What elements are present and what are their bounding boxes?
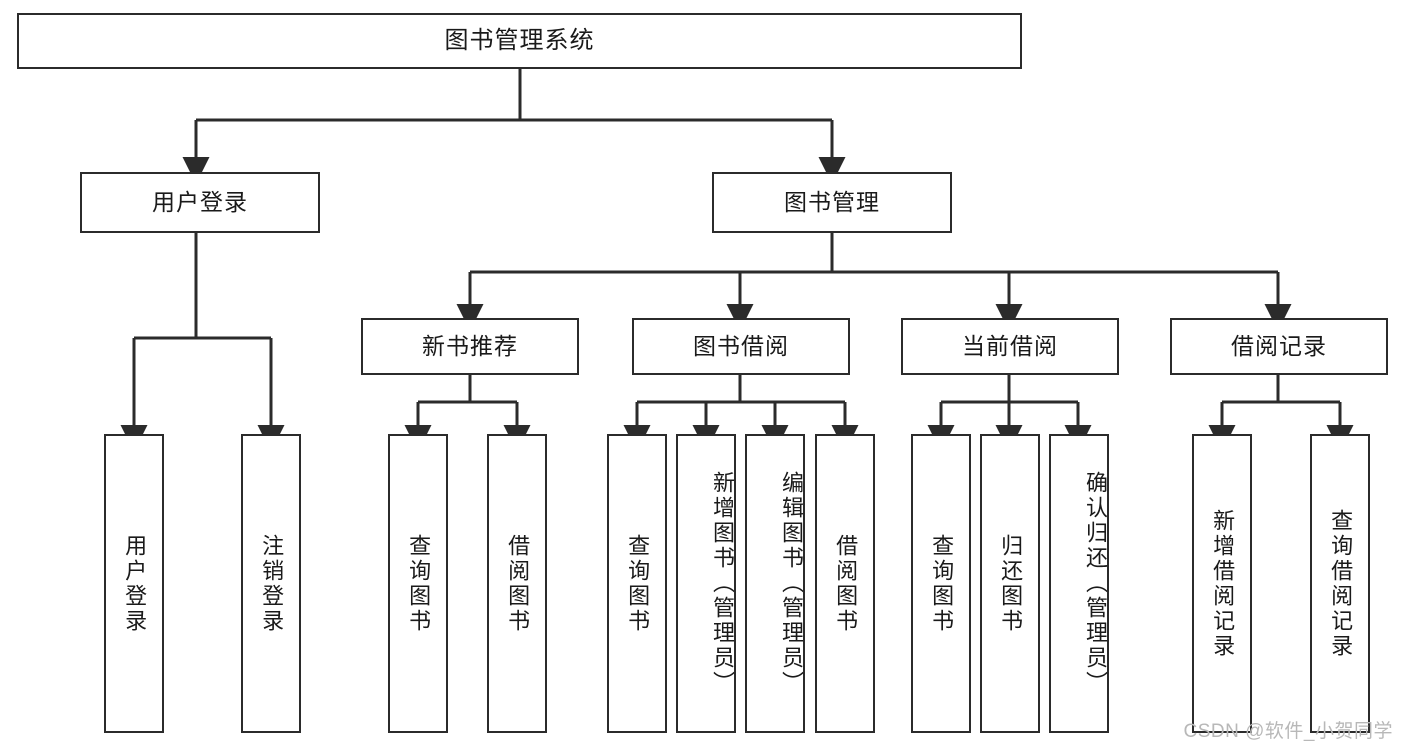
node-borrow-record[interactable]: 借阅记录 (1170, 318, 1388, 375)
node-root[interactable]: 图书管理系统 (17, 13, 1022, 69)
node-leaf-user-login[interactable]: 用户登录 (104, 434, 164, 733)
node-new-book-rec[interactable]: 新书推荐 (361, 318, 579, 375)
node-leaf-add-record[interactable]: 新增借阅记录 (1192, 434, 1252, 733)
node-leaf-query-book-1[interactable]: 查询图书 (388, 434, 448, 733)
node-leaf-query-record[interactable]: 查询借阅记录 (1310, 434, 1370, 733)
node-leaf-logout[interactable]: 注销登录 (241, 434, 301, 733)
node-leaf-add-book[interactable]: 新增图书（管理员） (676, 434, 736, 733)
node-leaf-return-book[interactable]: 归还图书 (980, 434, 1040, 733)
node-current-borrow[interactable]: 当前借阅 (901, 318, 1119, 375)
watermark-text: CSDN @软件_小贺同学 (1183, 721, 1393, 742)
node-leaf-query-book-2[interactable]: 查询图书 (607, 434, 667, 733)
node-book-manage[interactable]: 图书管理 (712, 172, 952, 233)
node-leaf-query-book-3[interactable]: 查询图书 (911, 434, 971, 733)
node-leaf-borrow-book-1[interactable]: 借阅图书 (487, 434, 547, 733)
node-leaf-borrow-book-2[interactable]: 借阅图书 (815, 434, 875, 733)
node-leaf-edit-book[interactable]: 编辑图书（管理员） (745, 434, 805, 733)
node-user-login[interactable]: 用户登录 (80, 172, 320, 233)
node-book-borrow[interactable]: 图书借阅 (632, 318, 850, 375)
node-leaf-confirm-return[interactable]: 确认归还（管理员） (1049, 434, 1109, 733)
